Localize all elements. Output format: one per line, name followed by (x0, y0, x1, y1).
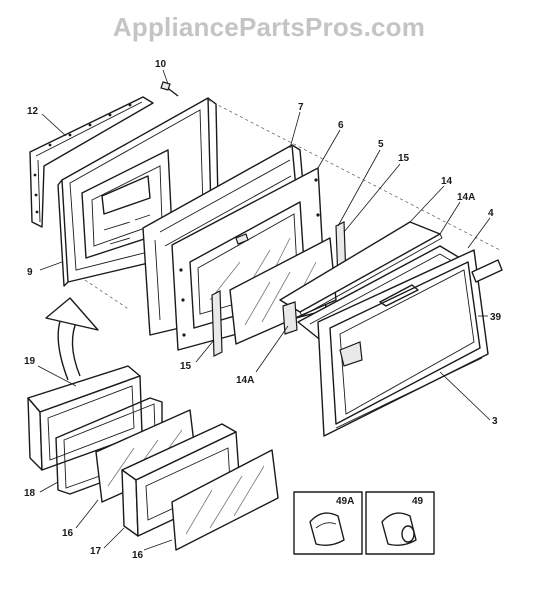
label-6: 6 (338, 120, 344, 131)
label-3: 3 (492, 416, 498, 427)
part-5-inner-glass (229, 237, 337, 345)
label-4: 4 (488, 208, 494, 219)
label-12: 12 (27, 106, 39, 117)
label-16-upper: 16 (62, 528, 74, 539)
label-14a-upper: 14A (457, 192, 475, 203)
label-16-lower: 16 (132, 550, 144, 561)
label-9: 9 (27, 267, 33, 278)
label-5: 5 (378, 139, 384, 150)
label-49a: 49A (336, 496, 354, 507)
label-7: 7 (298, 102, 304, 113)
part-49a-knob-box (293, 491, 363, 555)
label-14a-lower: 14A (236, 375, 254, 386)
label-19: 19 (24, 356, 36, 367)
assembly-arrow (45, 297, 99, 381)
part-49-knob-box (365, 491, 435, 555)
part-16-glass-lower (171, 449, 279, 551)
label-15-upper: 15 (398, 153, 410, 164)
part-labels: 10 12 9 7 6 5 15 14 14A 4 39 3 15 14A 19… (24, 59, 502, 561)
label-15-lower: 15 (180, 361, 192, 372)
part-10-screw (160, 81, 179, 97)
part-12-gasket (29, 96, 154, 228)
label-14: 14 (441, 176, 453, 187)
part-3-door-frame (317, 249, 503, 437)
label-10: 10 (155, 59, 167, 70)
watermark-text: AppliancePartsPros.com (112, 12, 426, 42)
leader-lines (37, 69, 491, 551)
label-18: 18 (24, 488, 36, 499)
label-39: 39 (490, 312, 502, 323)
label-17: 17 (90, 546, 102, 557)
label-49: 49 (412, 496, 424, 507)
